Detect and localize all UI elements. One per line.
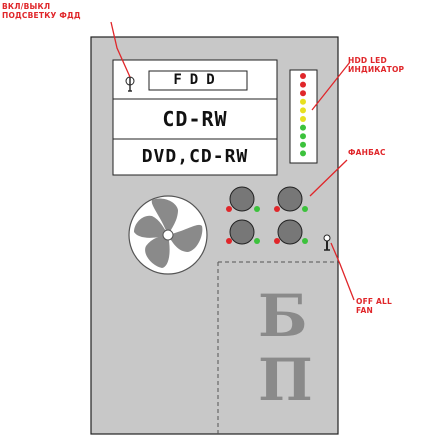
hdd-led-6 <box>300 116 306 122</box>
fdd-label-box <box>148 70 248 91</box>
callout-line-backlight <box>110 21 131 78</box>
fan-off-switch-icon[interactable] <box>323 234 331 251</box>
fanbus-label: ФАНБАС <box>348 148 386 157</box>
hdd-led-10 <box>300 150 306 157</box>
hdd-led-4 <box>300 98 306 105</box>
hdd-led-label-line1: HDD LED <box>348 56 387 65</box>
dvd-bay <box>112 138 278 176</box>
off-all-fan-label: OFF ALL FAN <box>356 297 392 315</box>
hdd-led-9 <box>300 141 306 148</box>
cdrw-bay <box>112 98 278 140</box>
hdd-led-5 <box>300 107 306 114</box>
off-all-fan-label-line2: FAN <box>356 306 373 315</box>
cdrw-label: CD-RW <box>162 107 228 131</box>
hdd-led-2 <box>300 81 306 88</box>
backlight-switch-label-line1: ВКЛ/ВЫКЛ <box>2 2 51 11</box>
dvd-label: DVD,CD-RW <box>141 146 249 167</box>
off-all-fan-label-line1: OFF ALL <box>356 297 392 306</box>
hdd-led-1 <box>300 73 306 79</box>
hdd-led-8 <box>300 133 306 140</box>
hdd-led-3 <box>300 90 306 97</box>
fdd-label: FDD <box>173 72 223 88</box>
psu-letter-bottom: П <box>258 346 313 414</box>
backlight-switch-label-line2: ПОДСВЕТКУ ФДД <box>2 11 81 20</box>
hdd-led-label-line2: ИНДИКАТОР <box>348 65 405 74</box>
backlight-switch-label: ВКЛ/ВЫКЛ ПОДСВЕТКУ ФДД <box>2 2 81 20</box>
hdd-led-group <box>300 73 306 157</box>
fanbus-knob-3[interactable] <box>226 219 260 245</box>
hdd-led-7 <box>300 124 306 131</box>
fanbus-knob-1[interactable] <box>226 186 260 212</box>
fanbus-knob-4[interactable] <box>274 219 308 245</box>
psu-letter-top: Б <box>258 282 308 350</box>
callout-line-off-fan <box>330 242 355 301</box>
hdd-led-label: HDD LED ИНДИКАТОР <box>348 56 404 74</box>
fanbus-knob-2[interactable] <box>274 186 308 212</box>
case-fan-icon <box>128 195 208 275</box>
callout-line-hdd-led <box>311 61 351 111</box>
callout-line-fanbus <box>309 159 348 197</box>
